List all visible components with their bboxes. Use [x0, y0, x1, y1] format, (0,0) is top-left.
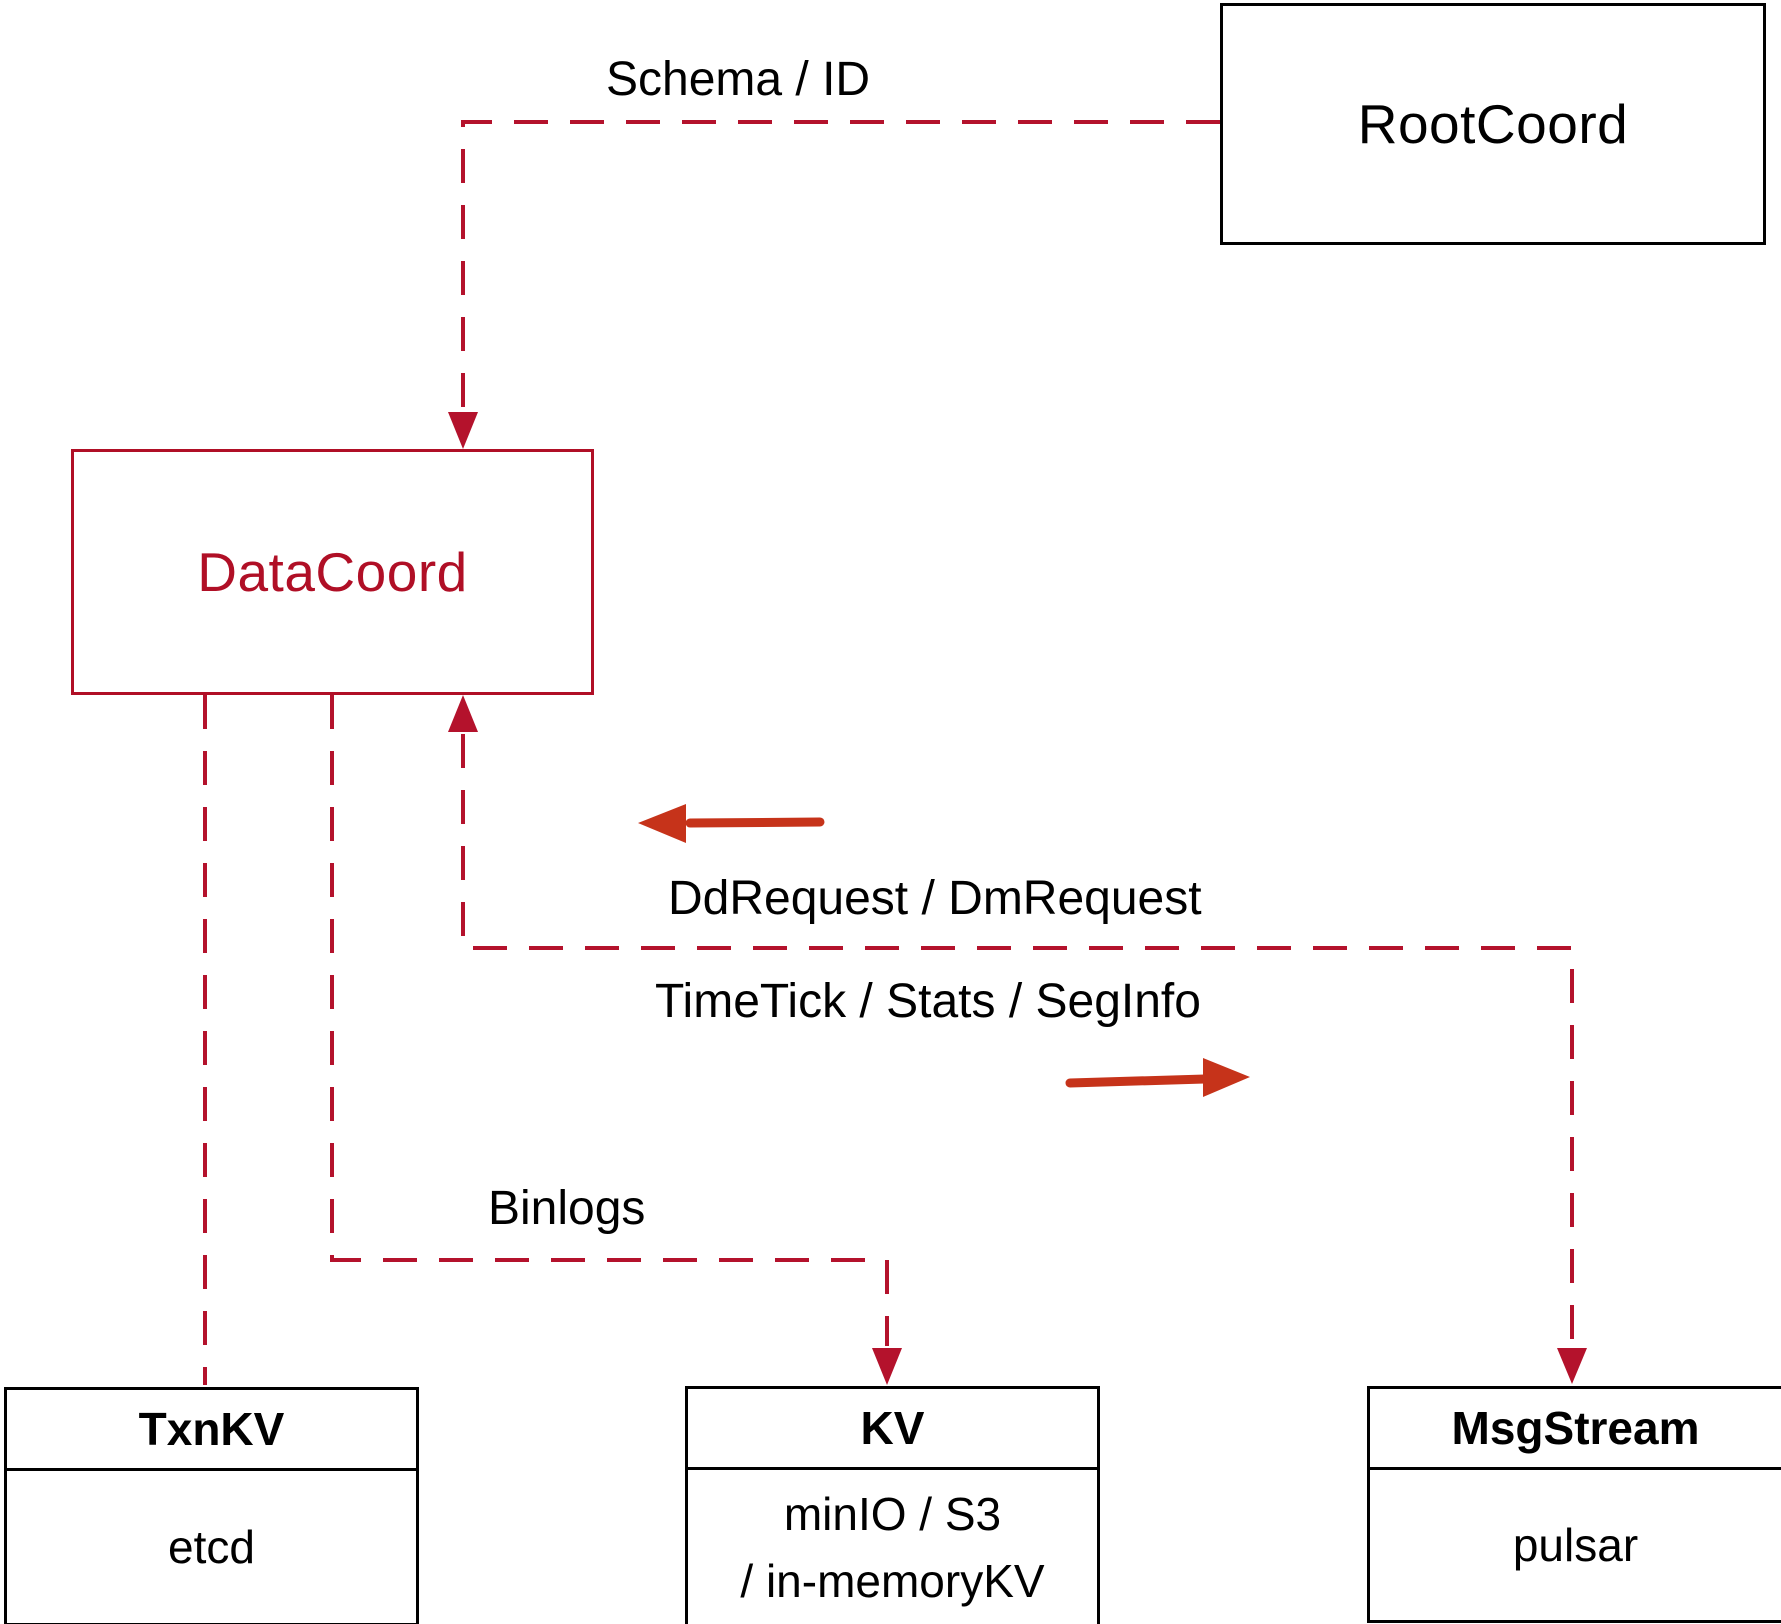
datacoord-node: DataCoord: [71, 449, 594, 695]
kv-body-lines: minIO / S3 / in-memoryKV: [740, 1481, 1044, 1614]
txnkv-body: etcd: [168, 1520, 255, 1573]
left-direction-arrow-shaft: [685, 817, 825, 828]
msgstream-body: pulsar: [1512, 1518, 1639, 1571]
binlogs-edge-label: Binlogs: [488, 1182, 646, 1235]
msgstream-node: MsgStream pulsar: [1367, 1386, 1781, 1623]
binlogs-arrowhead-down-icon: [872, 1348, 902, 1385]
kv-body-line1: minIO / S3: [783, 1487, 1002, 1540]
binlogs-connector: [330, 695, 889, 1346]
kv-body-line2: / in-memoryKV: [740, 1554, 1045, 1607]
rootcoord-node: RootCoord: [1220, 3, 1766, 245]
txnkv-node: TxnKV etcd: [4, 1387, 419, 1624]
txnkv-header: TxnKV: [7, 1390, 416, 1471]
schema-id-arrowhead-down-icon: [448, 412, 478, 449]
left-direction-arrow-icon: [638, 804, 686, 843]
datacoord-label: DataCoord: [197, 541, 468, 603]
timetick-edge-label: TimeTick / Stats / SegInfo: [655, 975, 1201, 1028]
return-arrowhead-up-icon: [448, 695, 478, 732]
ddrequest-edge-label: DdRequest / DmRequest: [668, 872, 1202, 925]
schema-id-connector: [461, 120, 1220, 410]
right-direction-arrow-icon: [1203, 1058, 1250, 1097]
kv-node: KV minIO / S3 / in-memoryKV: [685, 1386, 1100, 1624]
kv-body: minIO / S3 / in-memoryKV: [688, 1470, 1097, 1624]
right-direction-arrow-shaft: [1065, 1074, 1210, 1088]
request-return-connector: [461, 734, 1574, 1346]
kv-header: KV: [688, 1389, 1097, 1470]
msgstream-header: MsgStream: [1370, 1389, 1781, 1470]
msgstream-arrowhead-down-icon: [1557, 1348, 1587, 1384]
rootcoord-label: RootCoord: [1357, 93, 1629, 155]
schema-id-edge-label: Schema / ID: [606, 53, 871, 106]
